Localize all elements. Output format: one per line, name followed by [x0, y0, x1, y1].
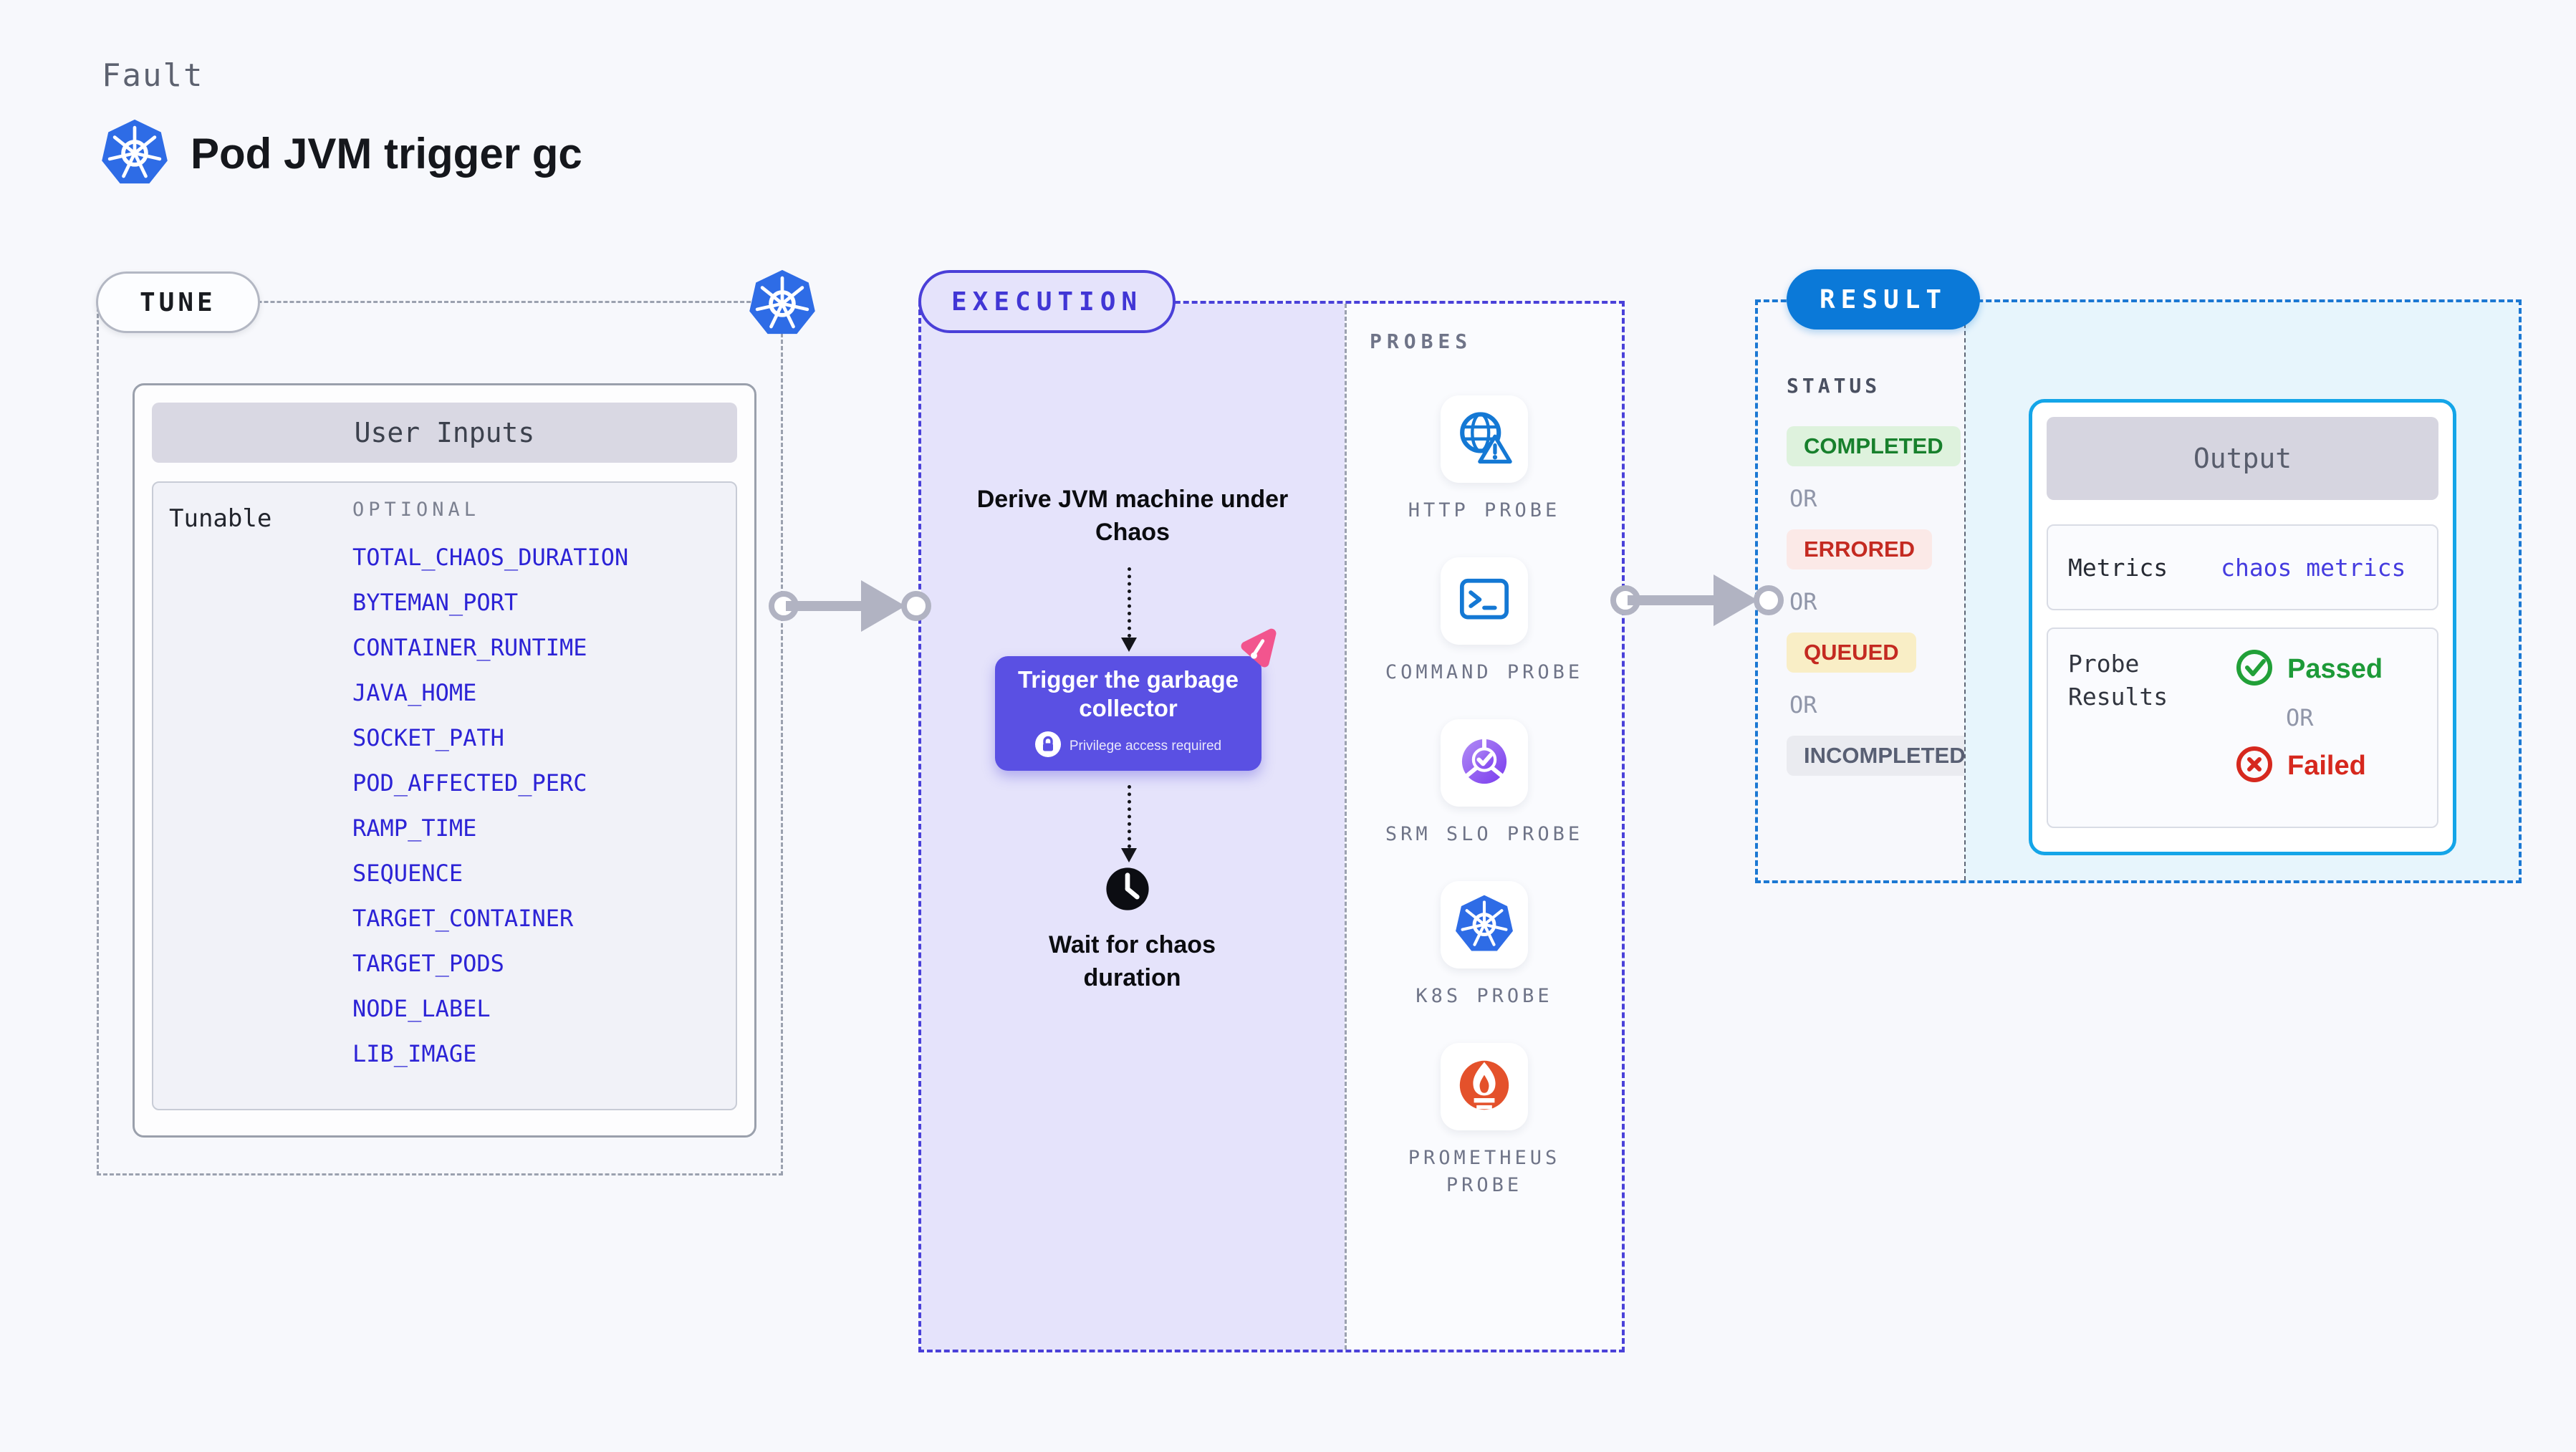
tune-pill: TUNE — [96, 271, 260, 333]
fault-kicker: Fault — [102, 57, 204, 94]
page-title: Pod JVM trigger gc — [191, 130, 582, 178]
execution-pill: EXECUTION — [918, 270, 1176, 333]
status-badge-errored: ERRORED — [1787, 529, 1933, 569]
probe-item-command: COMMAND PROBE — [1377, 557, 1592, 686]
failed-label: Failed — [2287, 751, 2366, 781]
prometheus-flame-icon — [1452, 1053, 1517, 1121]
probe-item-prometheus: PROMETHEUS PROBE — [1377, 1043, 1592, 1199]
probe-results-label: Probe Results — [2068, 650, 2168, 711]
probe-item-http: HTTP PROBE — [1377, 395, 1592, 524]
param-link[interactable]: BYTEMAN_PORT — [352, 589, 519, 616]
prometheus-probe-card[interactable] — [1441, 1043, 1528, 1130]
probe-results-row: Probe Results Passed OR — [2047, 628, 2438, 828]
arrow-down-icon — [1121, 638, 1137, 652]
param-link[interactable]: TARGET_CONTAINER — [352, 905, 574, 932]
slo-check-icon — [1454, 731, 1514, 795]
probes-panel: PROBES — [1345, 304, 1622, 1350]
probe-item-srm-slo: SRM SLO PROBE — [1377, 719, 1592, 848]
flow-connector — [1128, 567, 1131, 638]
kubernetes-icon — [748, 269, 817, 340]
param-link[interactable]: NODE_LABEL — [352, 995, 491, 1022]
execution-section: EXECUTION Derive JVM machine under Chaos… — [918, 270, 1625, 1352]
param-link[interactable]: SOCKET_PATH — [352, 724, 504, 751]
probe-item-k8s: K8S PROBE — [1377, 881, 1592, 1010]
k8s-probe-card[interactable] — [1441, 881, 1528, 968]
execution-to-result-arrow — [1610, 572, 1784, 629]
terminal-icon — [1455, 570, 1514, 633]
passed-label: Passed — [2287, 654, 2383, 684]
probe-label: HTTP PROBE — [1408, 499, 1561, 521]
execution-flow-panel: Derive JVM machine under Chaos Trigger t… — [921, 304, 1345, 1350]
flow-connector — [1128, 785, 1131, 848]
probe-label: PROMETHEUS PROBE — [1408, 1147, 1561, 1196]
kubernetes-icon — [100, 118, 169, 189]
optional-column-header: OPTIONAL — [352, 499, 481, 521]
result-pill: RESULT — [1787, 269, 1981, 330]
or-label: OR — [1789, 588, 1817, 615]
param-link[interactable]: TOTAL_CHAOS_DURATION — [352, 544, 629, 571]
trigger-gc-button[interactable]: Trigger the garbage collector Privilege … — [995, 656, 1261, 771]
or-label: OR — [2286, 704, 2314, 731]
or-label: OR — [1789, 691, 1817, 718]
clock-icon — [1101, 862, 1154, 919]
chaos-cursor-icon — [1236, 628, 1281, 675]
globe-alert-icon — [1453, 406, 1516, 473]
tunables-panel: Tunable OPTIONAL TOTAL_CHAOS_DURATION BY… — [152, 481, 737, 1110]
param-link[interactable]: CONTAINER_RUNTIME — [352, 634, 587, 661]
trigger-gc-label: Trigger the garbage collector — [1017, 666, 1239, 721]
output-card: Output Metrics chaos metrics Probe Resul… — [2029, 399, 2456, 855]
result-section: RESULT STATUS COMPLETED OR ERRORED OR QU… — [1755, 269, 2522, 883]
status-header: STATUS — [1787, 374, 1881, 398]
chaos-metrics-link[interactable]: chaos metrics — [2221, 553, 2406, 582]
status-badge-completed: COMPLETED — [1787, 426, 1961, 466]
tune-section: TUNE User Inputs Tunable OPTIONAL — [96, 269, 815, 1175]
status-panel: STATUS COMPLETED OR ERRORED OR QUEUED OR… — [1758, 302, 1983, 880]
probes-header: PROBES — [1370, 330, 1473, 353]
param-link[interactable]: SEQUENCE — [352, 860, 463, 887]
privilege-note: Privilege access required — [1069, 739, 1222, 754]
output-area: Output Metrics chaos metrics Probe Resul… — [1964, 302, 2519, 880]
param-link[interactable]: RAMP_TIME — [352, 814, 477, 842]
status-badge-queued: QUEUED — [1787, 633, 1916, 673]
derive-jvm-text: Derive JVM machine under Chaos — [976, 486, 1289, 546]
arrow-down-icon — [1121, 848, 1137, 862]
command-probe-card[interactable] — [1441, 557, 1528, 645]
user-inputs-title: User Inputs — [152, 403, 737, 463]
status-badge-incompleted: INCOMPLETED — [1787, 736, 1983, 776]
wait-chaos-text: Wait for chaos duration — [1049, 931, 1216, 991]
probe-label: K8S PROBE — [1416, 985, 1553, 1007]
param-link[interactable]: LIB_IMAGE — [352, 1040, 477, 1067]
probe-label: COMMAND PROBE — [1385, 661, 1584, 683]
tunable-row-label: Tunable — [169, 504, 272, 533]
tune-to-execution-arrow — [769, 577, 931, 635]
or-label: OR — [1789, 485, 1817, 512]
check-circle-icon — [2234, 648, 2274, 691]
param-link[interactable]: JAVA_HOME — [352, 679, 477, 706]
metrics-label: Metrics — [2068, 553, 2168, 582]
kubernetes-icon — [1454, 894, 1514, 956]
param-link[interactable]: TARGET_PODS — [352, 950, 504, 977]
user-inputs-card: User Inputs Tunable OPTIONAL TOTAL_CHAOS… — [133, 383, 756, 1138]
param-link[interactable]: POD_AFFECTED_PERC — [352, 769, 587, 797]
srm-slo-probe-card[interactable] — [1441, 719, 1528, 807]
lock-icon — [1034, 731, 1061, 761]
probe-label: SRM SLO PROBE — [1385, 823, 1584, 845]
x-circle-icon — [2234, 744, 2274, 788]
http-probe-card[interactable] — [1441, 395, 1528, 483]
output-title: Output — [2047, 417, 2438, 500]
metrics-row: Metrics chaos metrics — [2047, 524, 2438, 610]
page-header: Pod JVM trigger gc — [100, 118, 582, 189]
